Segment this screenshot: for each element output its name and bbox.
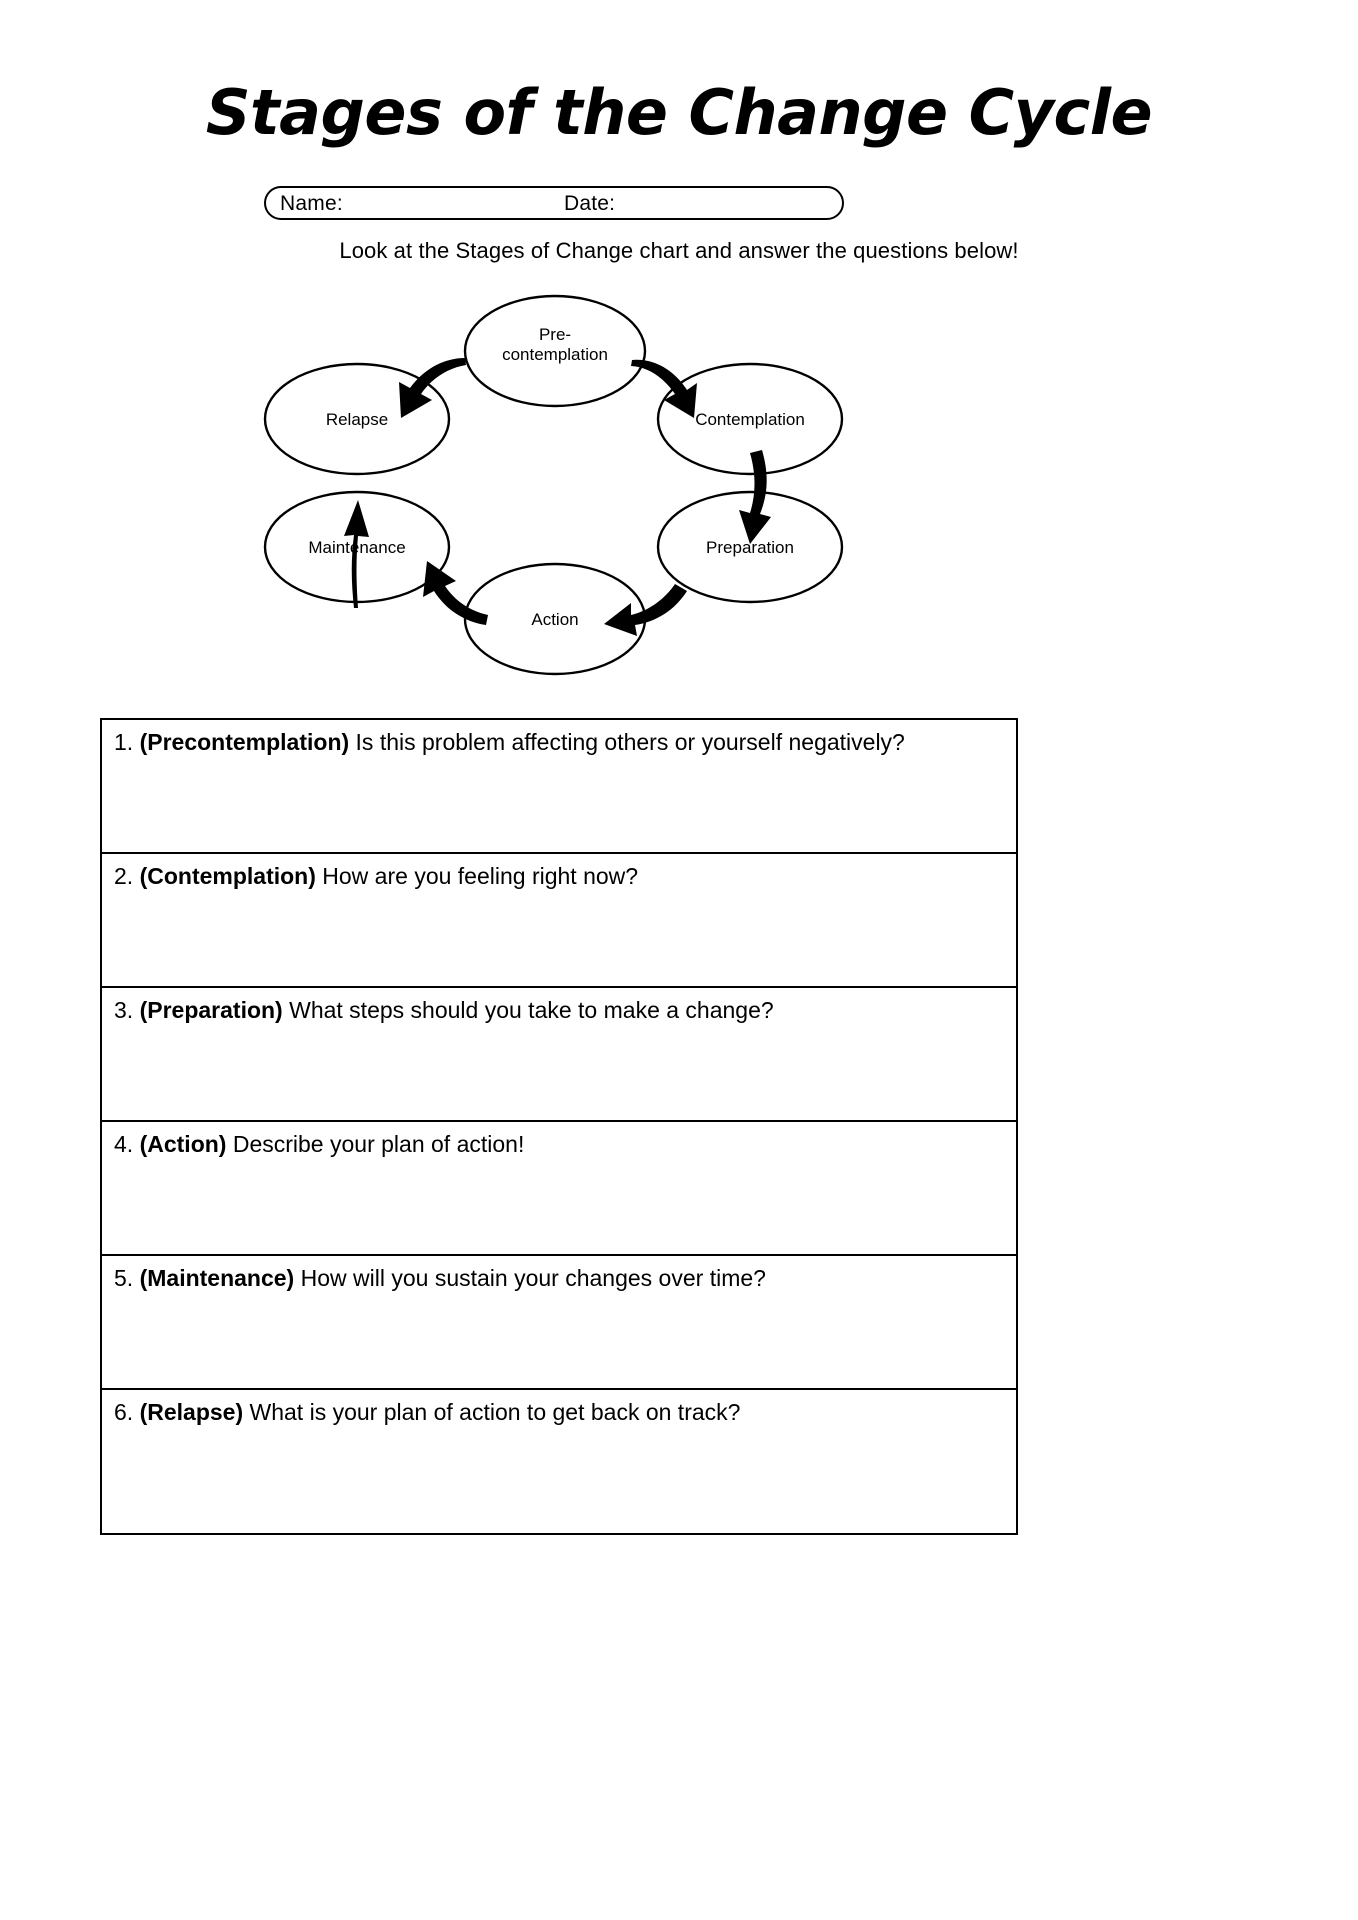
node-precontemplation-shape	[463, 294, 647, 408]
node-label-precontemplation-line2: contemplation	[502, 345, 608, 364]
question-stage-5: (Maintenance)	[139, 1265, 295, 1291]
question-prompt-3: What steps should you take to make a cha…	[289, 997, 774, 1023]
arrow-precontemplation-to-contemplation	[631, 359, 697, 418]
arrow-maintenance-to-relapse	[344, 500, 369, 608]
question-number-6: 6.	[114, 1399, 134, 1425]
name-date-bar: Name: Date:	[264, 186, 844, 220]
question-prompt-5: How will you sustain your changes over t…	[300, 1265, 766, 1291]
questions-table: 1. (Precontemplation) Is this problem af…	[100, 718, 1018, 1535]
question-row-4[interactable]: 4. (Action) Describe your plan of action…	[102, 1122, 1016, 1256]
node-label-precontemplation-line1: Pre-	[539, 325, 571, 344]
arrow-relapse-to-precontemplation	[399, 358, 466, 418]
node-contemplation-shape	[656, 362, 844, 476]
question-prompt-6: What is your plan of action to get back …	[249, 1399, 741, 1425]
question-row-6[interactable]: 6. (Relapse) What is your plan of action…	[102, 1390, 1016, 1535]
question-number-3: 3.	[114, 997, 134, 1023]
page-title: Stages of the Change Cycle	[205, 76, 1153, 149]
question-text-2: 2. (Contemplation) How are you feeling r…	[102, 854, 1016, 890]
node-label-action: Action	[531, 610, 578, 629]
date-label: Date:	[564, 192, 616, 215]
question-stage-6: (Relapse)	[139, 1399, 244, 1425]
question-number-5: 5.	[114, 1265, 134, 1291]
question-number-1: 1.	[114, 729, 134, 755]
question-prompt-1: Is this problem affecting others or your…	[355, 729, 905, 755]
question-text-5: 5. (Maintenance) How will you sustain yo…	[102, 1256, 1016, 1292]
question-row-1[interactable]: 1. (Precontemplation) Is this problem af…	[102, 720, 1016, 854]
change-cycle-diagram: Pre- contemplation Contemplation Prepara…	[250, 278, 870, 698]
question-row-5[interactable]: 5. (Maintenance) How will you sustain yo…	[102, 1256, 1016, 1390]
question-number-4: 4.	[114, 1131, 134, 1157]
node-label-maintenance: Maintenance	[308, 538, 405, 557]
name-label: Name:	[280, 192, 343, 215]
question-text-3: 3. (Preparation) What steps should you t…	[102, 988, 1016, 1024]
node-maintenance-shape	[263, 490, 451, 604]
question-text-1: 1. (Precontemplation) Is this problem af…	[102, 720, 1016, 756]
question-row-2[interactable]: 2. (Contemplation) How are you feeling r…	[102, 854, 1016, 988]
node-label-preparation: Preparation	[706, 538, 794, 557]
question-stage-1: (Precontemplation)	[139, 729, 350, 755]
node-action-shape	[463, 562, 647, 676]
arrow-preparation-to-action	[604, 584, 687, 636]
instruction-text: Look at the Stages of Change chart and a…	[339, 238, 1019, 263]
question-stage-3: (Preparation)	[139, 997, 283, 1023]
node-label-relapse: Relapse	[326, 410, 388, 429]
node-preparation-shape	[656, 490, 844, 604]
question-row-3[interactable]: 3. (Preparation) What steps should you t…	[102, 988, 1016, 1122]
question-stage-4: (Action)	[139, 1131, 227, 1157]
question-stage-2: (Contemplation)	[139, 863, 316, 889]
node-relapse-shape	[263, 362, 451, 476]
node-label-contemplation: Contemplation	[695, 410, 805, 429]
question-number-2: 2.	[114, 863, 134, 889]
question-prompt-2: How are you feeling right now?	[322, 863, 639, 889]
question-text-4: 4. (Action) Describe your plan of action…	[102, 1122, 1016, 1158]
question-prompt-4: Describe your plan of action!	[232, 1131, 525, 1157]
arrow-action-to-maintenance	[423, 561, 488, 625]
question-text-6: 6. (Relapse) What is your plan of action…	[102, 1390, 1016, 1426]
